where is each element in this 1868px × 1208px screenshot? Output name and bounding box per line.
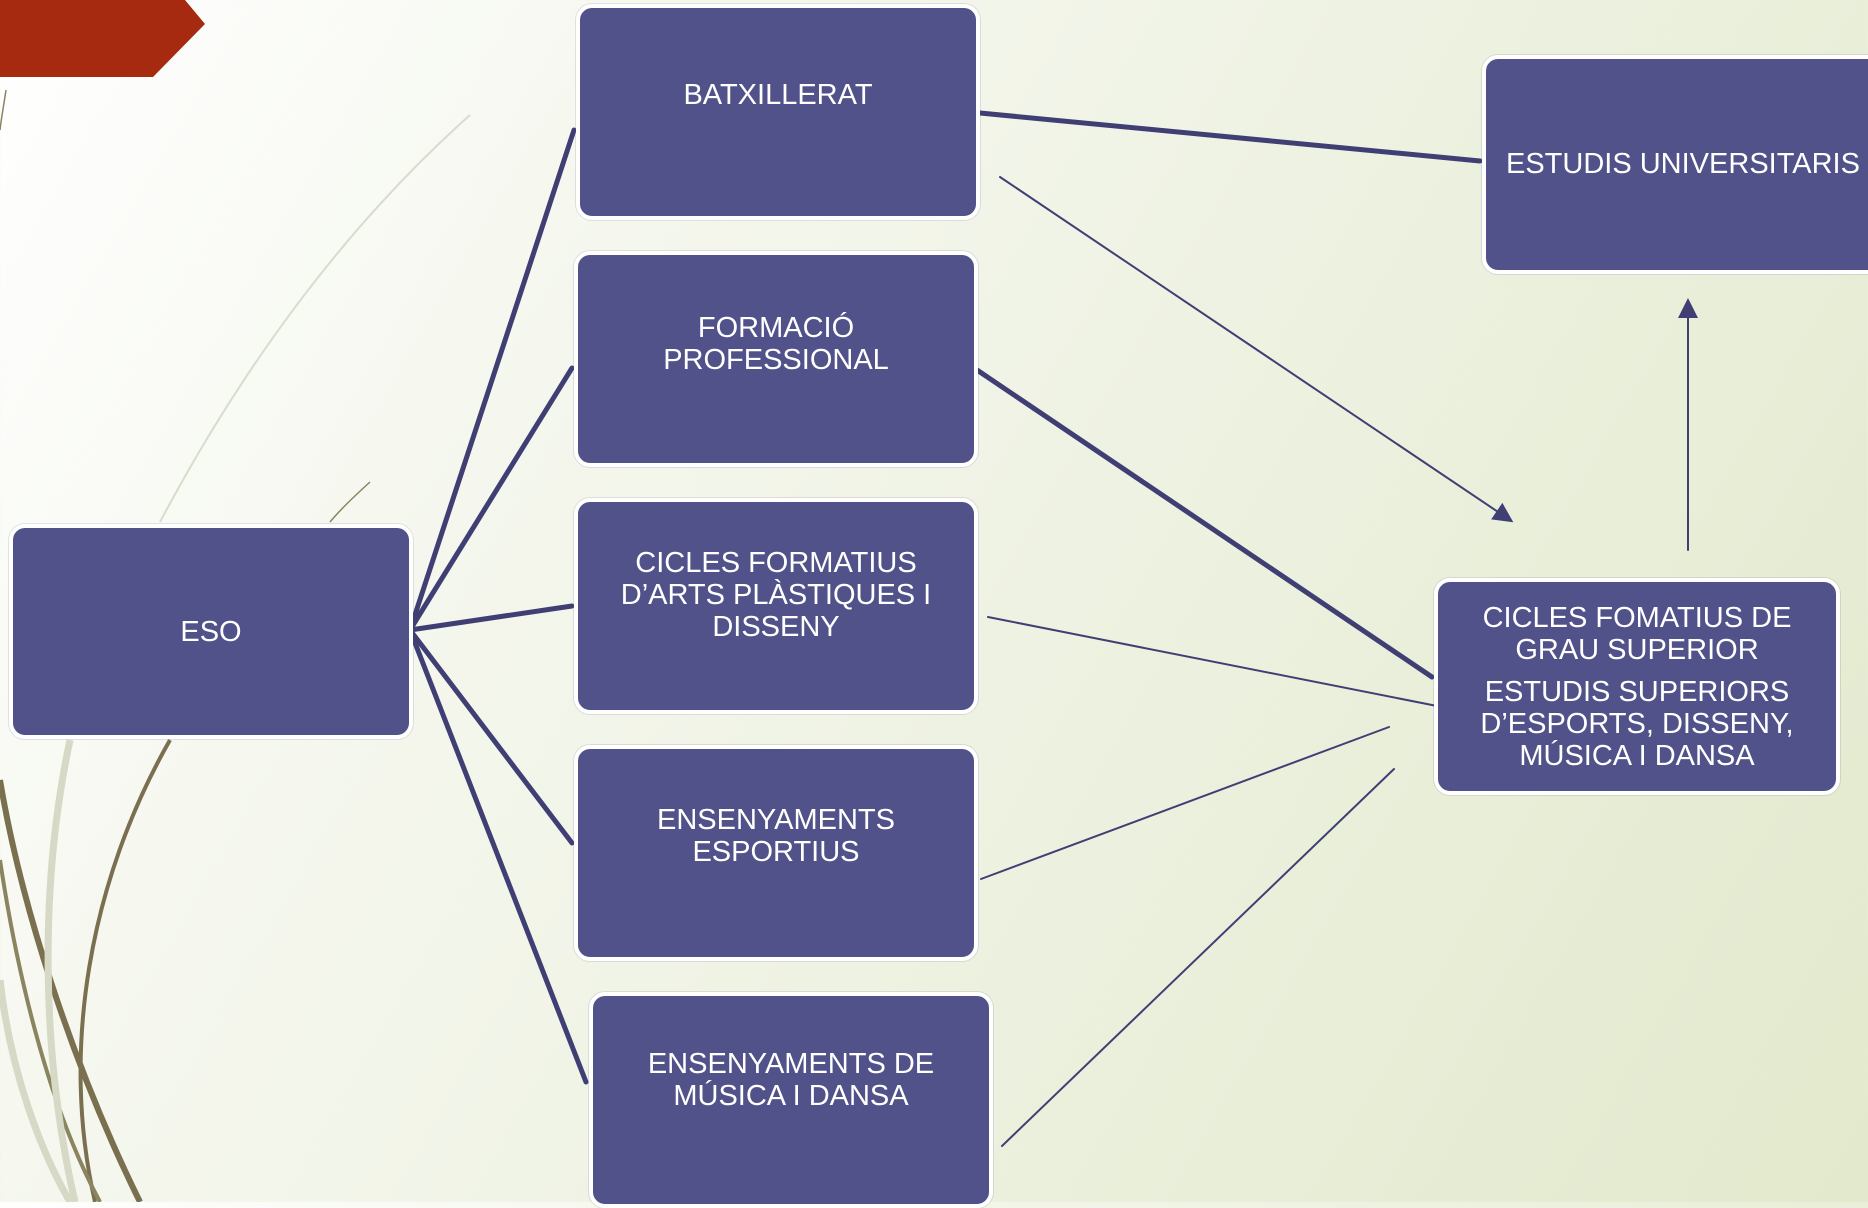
decor-curve-pale-1: [44, 739, 79, 1202]
decor-curve-short: [329, 481, 371, 523]
node-formacio-professional: FORMACIÓ PROFESSIONAL: [574, 251, 978, 467]
edge-batxillerat-cicles-grau-superior: [999, 176, 1514, 523]
node-batxillerat-label: BATXILLERAT: [683, 79, 873, 111]
edge-eso-batxillerat: [407, 127, 577, 633]
node-cicles-grau-superior: CICLES FOMATIUS DE GRAU SUPERIOR ESTUDIS…: [1434, 578, 1840, 795]
node-estudis-universitaris: ESTUDIS UNIVERSITARIS: [1482, 55, 1868, 274]
decor-curve-olive-3: [0, 859, 102, 1202]
edge-eso-formacio-professional: [407, 365, 575, 633]
decor-curve-olive-1: [78, 739, 172, 1202]
node-ensenyaments-musica: ENSENYAMENTS DE MÚSICA I DANSA: [589, 992, 993, 1208]
decor-curve-thin: [159, 114, 471, 523]
decor-curve-pale-2: [0, 979, 74, 1202]
node-ensenyaments-musica-label: ENSENYAMENTS DE MÚSICA I DANSA: [647, 1048, 935, 1112]
edge-eso-ensenyaments-musica: [407, 627, 589, 1085]
edge-formacio-professional-cicles-grau-superior: [974, 367, 1435, 680]
edge-ensenyaments-musica-cicles-grau-superior: [1001, 768, 1395, 1147]
edge-cicles-arts-cicles-grau-superior: [987, 616, 1438, 707]
node-batxillerat: BATXILLERAT: [576, 4, 980, 220]
node-cicles-grau-superior-label: CICLES FOMATIUS DE GRAU SUPERIOR: [1482, 601, 1792, 666]
node-ensenyaments-esportius-label: ENSENYAMENTS ESPORTIUS: [657, 804, 895, 868]
node-formacio-professional-label: FORMACIÓ PROFESSIONAL: [663, 312, 889, 376]
accent-tab-shape: [0, 0, 205, 77]
edge-eso-ensenyaments-esportius: [407, 627, 575, 846]
node-eso-label: ESO: [180, 615, 242, 648]
edge-ensenyaments-esportius-cicles-grau-superior: [980, 726, 1390, 880]
node-cicles-arts-label: CICLES FORMATIUS D’ARTS PLÀSTIQUES I DIS…: [620, 547, 932, 643]
node-ensenyaments-esportius: ENSENYAMENTS ESPORTIUS: [574, 745, 978, 961]
edge-batxillerat-estudis-universitaris: [977, 110, 1483, 164]
decor-curve-left-top: [0, 89, 7, 131]
node-cicles-arts: CICLES FORMATIUS D’ARTS PLÀSTIQUES I DIS…: [574, 498, 978, 714]
node-eso: ESO: [9, 524, 413, 739]
node-estudis-superiors-label: ESTUDIS SUPERIORS D’ESPORTS, DISSENY, MÚ…: [1480, 675, 1794, 772]
node-estudis-universitaris-label: ESTUDIS UNIVERSITARIS: [1506, 148, 1860, 180]
edge-eso-cicles-arts: [407, 603, 575, 633]
